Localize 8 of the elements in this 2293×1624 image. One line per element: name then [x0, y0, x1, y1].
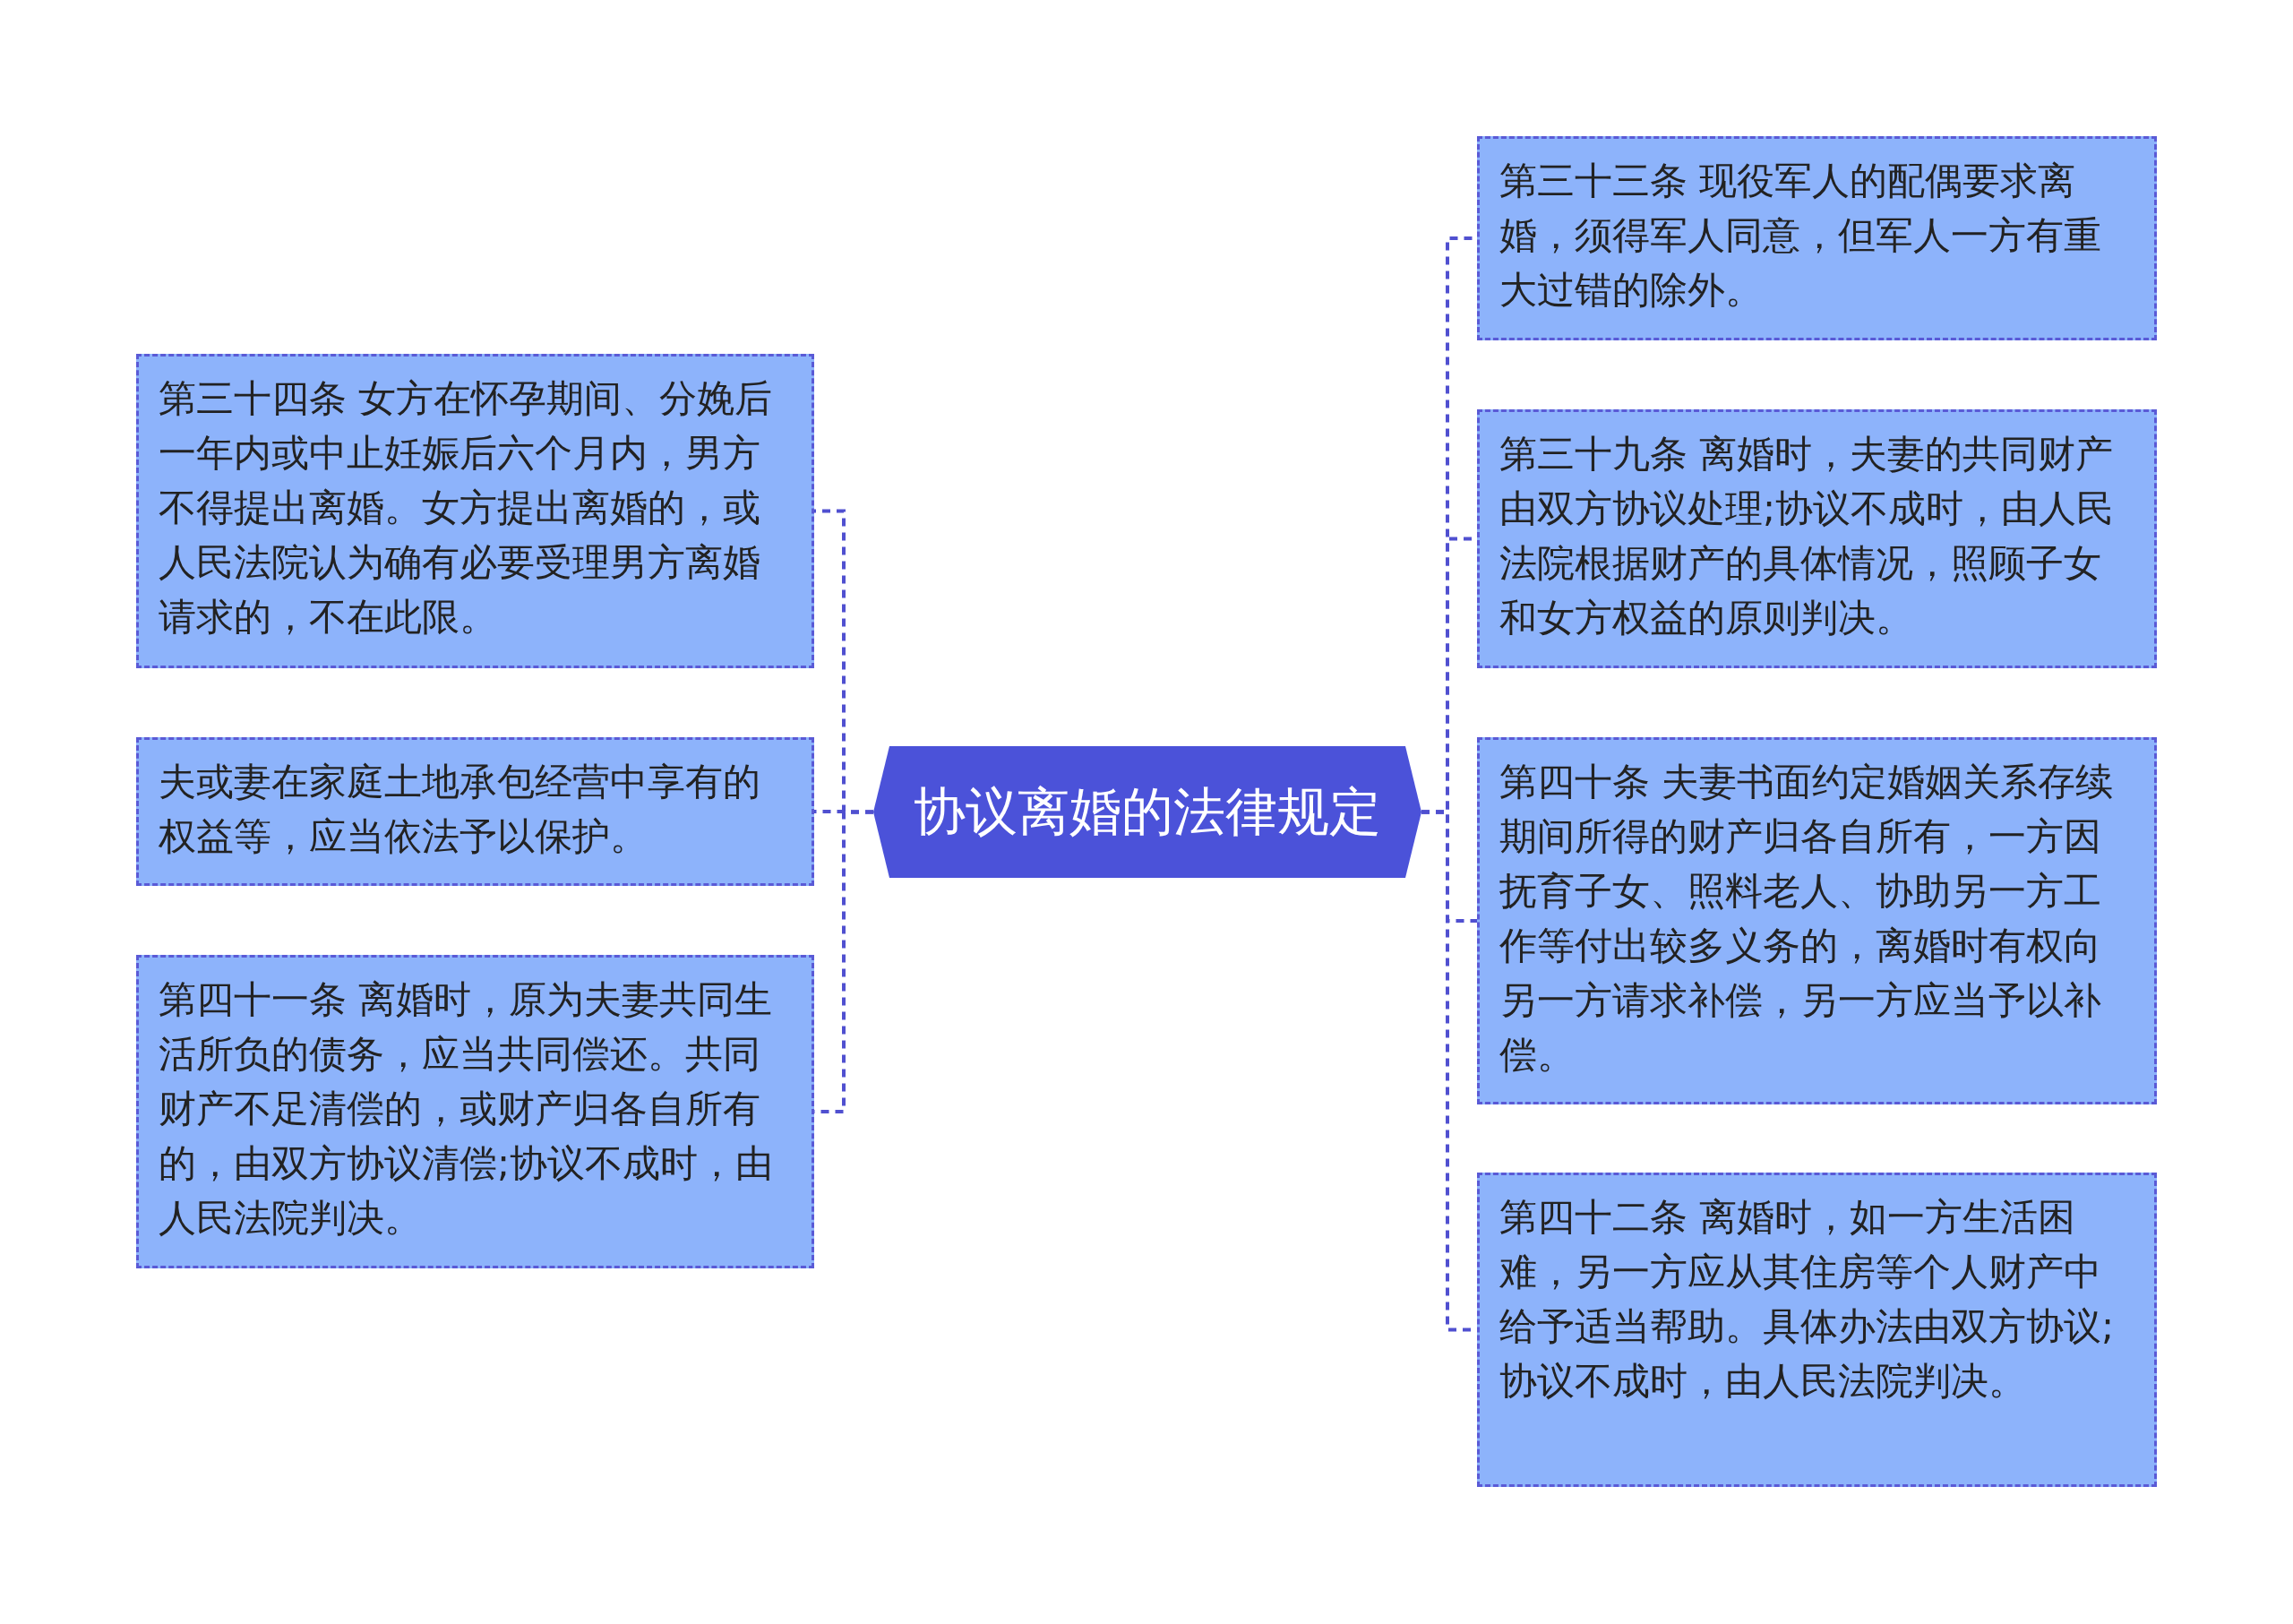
article-box: 第三十四条 女方在怀孕期间、分娩后一年内或中止妊娠后六个月内，男方不得提出离婚。女方提出离婚的，或人民法院认为确有必要受理男方离婚请求的，不在此限。 [136, 354, 814, 668]
topic-hexagon: 协议离婚的法律规定 [873, 746, 1421, 878]
article-box: 第三十九条 离婚时，夫妻的共同财产由双方协议处理;协议不成时，由人民法院根据财产的具体情况，照顾子女和女方权益的原则判决。 [1477, 409, 2157, 668]
article-box: 第三十三条 现役军人的配偶要求离婚，须得军人同意，但军人一方有重大过错的除外。 [1477, 136, 2157, 340]
article-box: 第四十条 夫妻书面约定婚姻关系存续期间所得的财产归各自所有，一方因抚育子女、照料老人、协助另一方工作等付出较多义务的，离婚时有权向另一方请求补偿，另一方应当予以补偿。 [1477, 737, 2157, 1104]
article-box: 第四十一条 离婚时，原为夫妻共同生活所负的债务，应当共同偿还。共同财产不足清偿的，或财产归各自所有的，由双方协议清偿;协议不成时，由人民法院判决。 [136, 955, 814, 1268]
article-box: 第四十二条 离婚时，如一方生活困难，另一方应从其住房等个人财产中给予适当帮助。具体办法由双方协议;协议不成时，由人民法院判决。 [1477, 1173, 2157, 1487]
article-box: 夫或妻在家庭土地承包经营中享有的权益等，应当依法予以保护。 [136, 737, 814, 886]
